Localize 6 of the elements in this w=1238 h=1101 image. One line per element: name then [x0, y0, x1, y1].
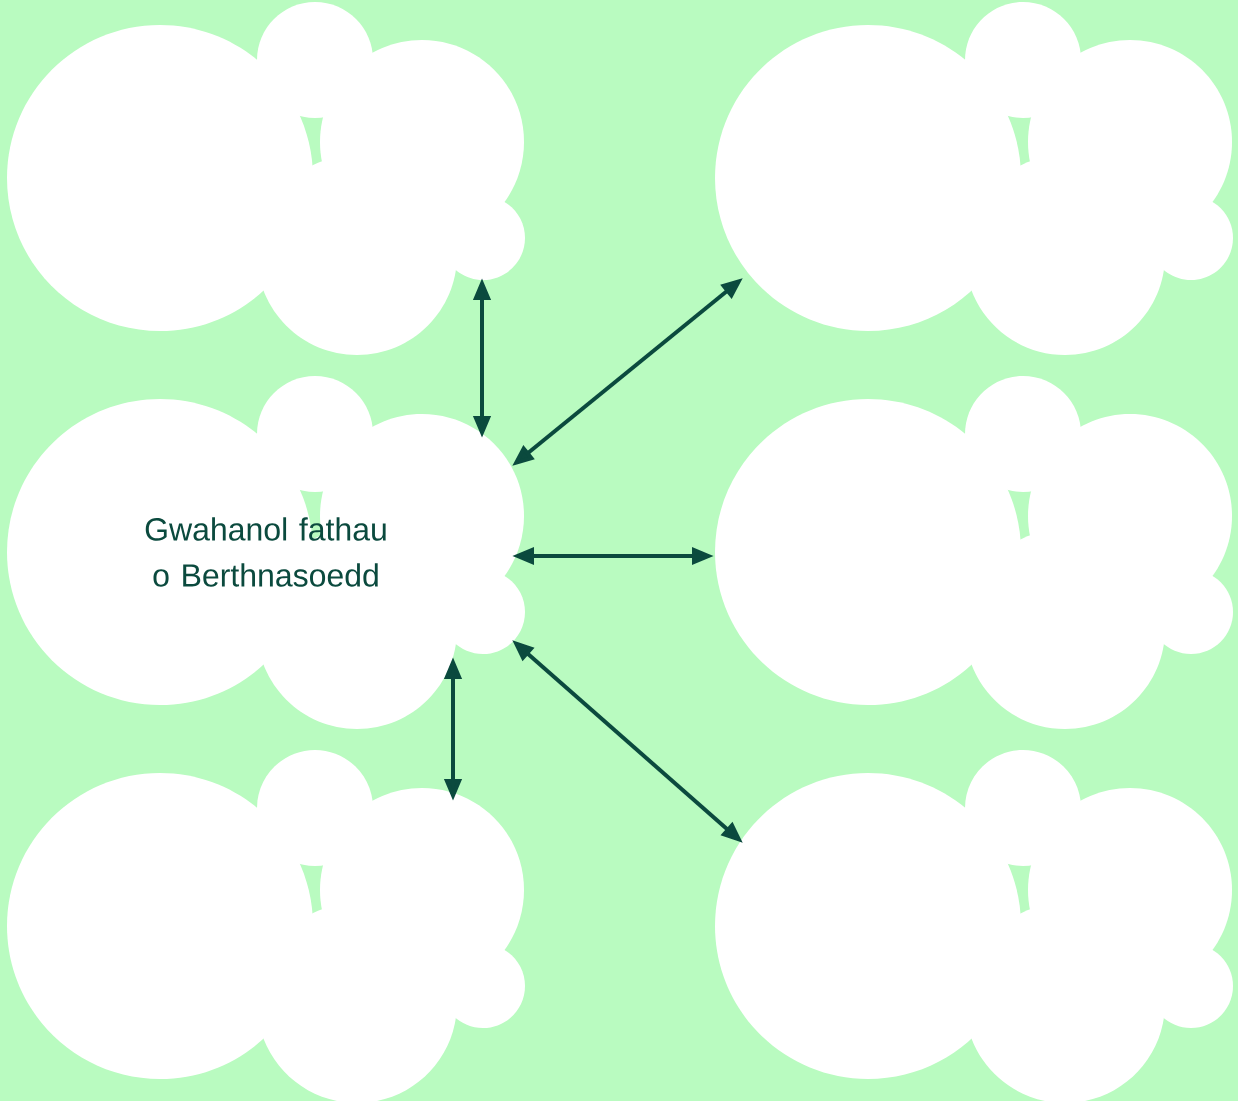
cloud-drawing	[7, 750, 525, 1101]
cloud-drawing: Gwahanol fathau o Berthnasoedd	[7, 376, 525, 729]
cloud-drawing	[715, 750, 1233, 1101]
cloud-drawing	[7, 2, 525, 355]
cloud-drawing	[715, 376, 1233, 729]
cloud-drawing	[715, 2, 1233, 355]
